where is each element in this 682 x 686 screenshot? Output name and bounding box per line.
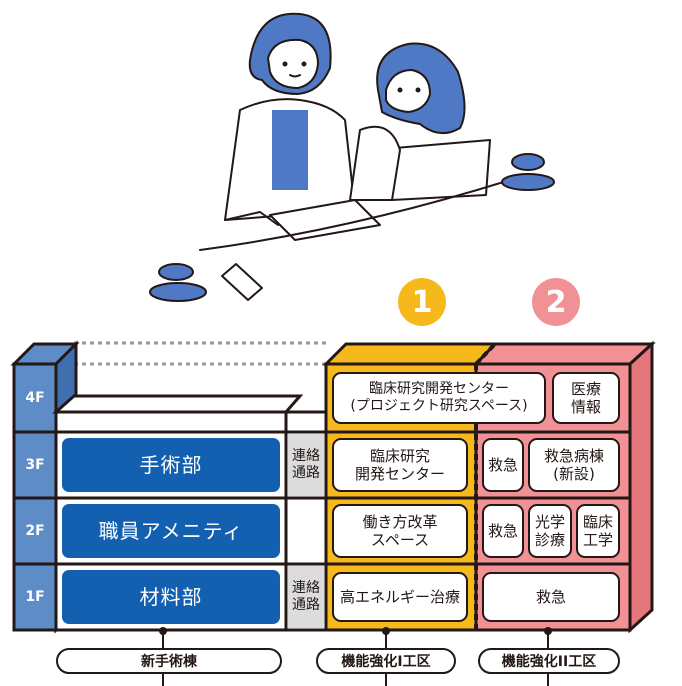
building-label-zone2: 機能強化II工区	[478, 648, 620, 674]
room-emergency-3f: 救急	[482, 438, 524, 492]
room-staff-amenity: 職員アメニティ	[62, 504, 280, 558]
zone2-badge: 2	[532, 278, 580, 326]
floor-label-2f: 2F	[25, 522, 45, 539]
room-optical-diagnosis: 光学 診療	[528, 504, 572, 558]
connector-3f: 連絡 通路	[292, 448, 320, 481]
room-surgery: 手術部	[62, 438, 280, 492]
room-emergency-1f: 救急	[482, 572, 620, 622]
building-label-zone1: 機能強化I工区	[316, 648, 456, 674]
floor-label-3f: 3F	[25, 456, 45, 473]
room-clinical-research-project: 臨床研究開発センター (プロジェクト研究スペース)	[332, 372, 546, 424]
floor-label-4f: 4F	[25, 389, 45, 406]
room-materials: 材料部	[62, 570, 280, 624]
building-label-new-surgery: 新手術棟	[56, 648, 282, 674]
room-medical-information: 医療 情報	[552, 372, 620, 424]
zone1-badge: 1	[398, 278, 446, 326]
connector-1f: 連絡 通路	[292, 580, 320, 613]
room-high-energy-therapy: 高エネルギー治療	[332, 572, 468, 622]
room-clinical-engineering: 臨床 工学	[576, 504, 620, 558]
two-people-meeting-illustration	[149, 12, 555, 302]
floor-label-1f: 1F	[25, 588, 45, 605]
room-work-style-reform: 働き方改革 スペース	[332, 504, 468, 558]
room-emergency-2f: 救急	[482, 504, 524, 558]
room-emergency-ward: 救急病棟 (新設)	[528, 438, 620, 492]
room-clinical-research-center: 臨床研究 開発センター	[332, 438, 468, 492]
